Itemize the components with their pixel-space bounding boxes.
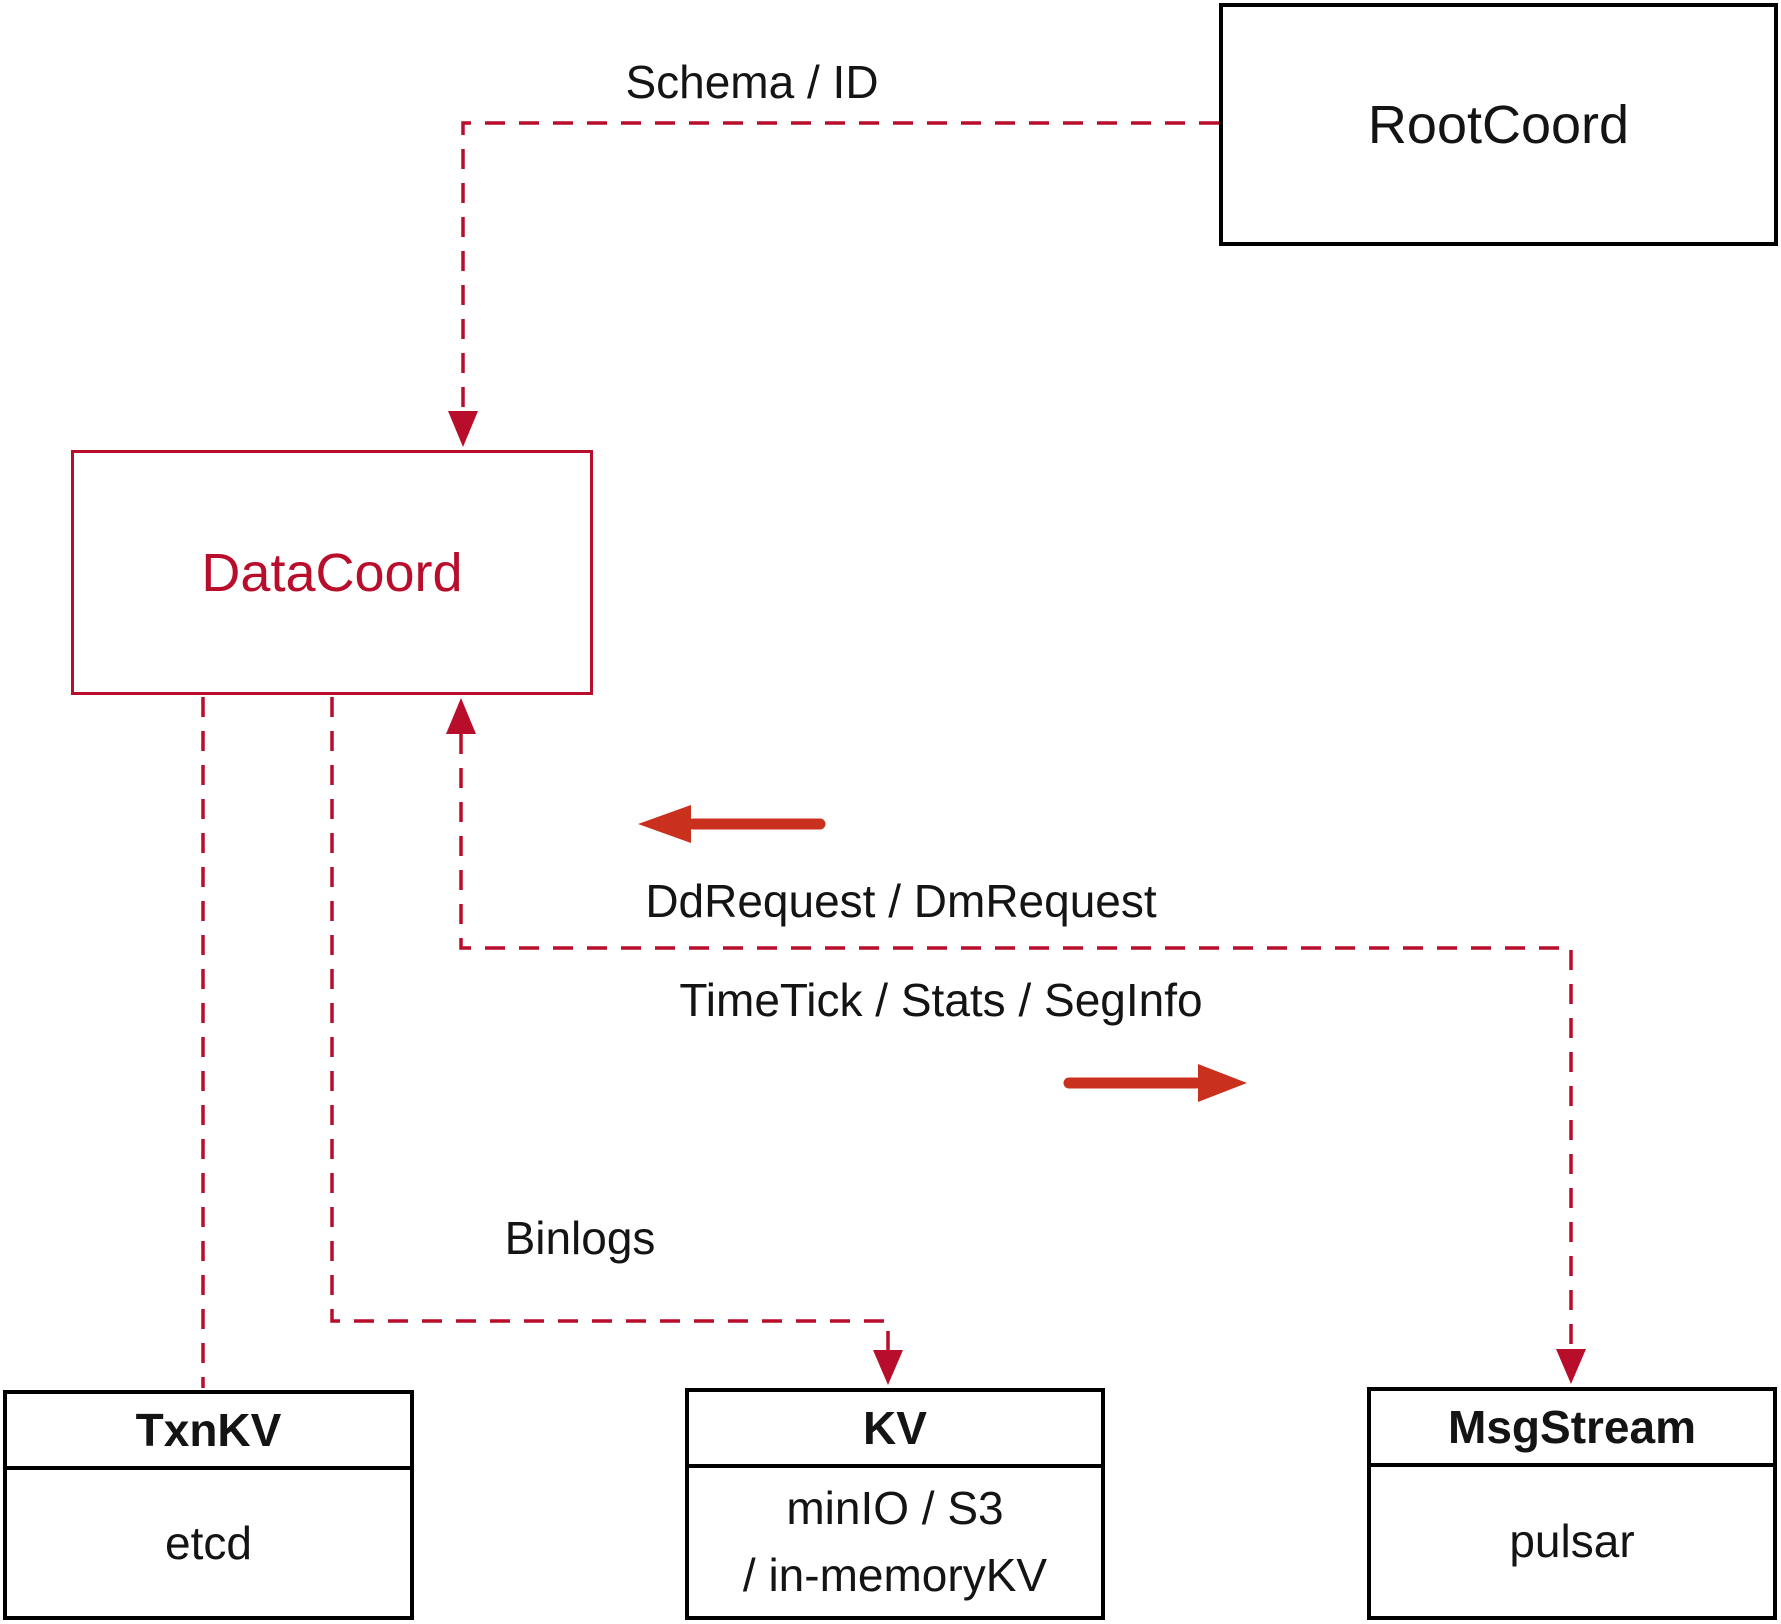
edge-request-stream-line <box>459 734 1573 1349</box>
node-datacoord: DataCoord <box>71 450 593 695</box>
store-txnkv-body-line: etcd <box>165 1516 252 1569</box>
node-rootcoord: RootCoord <box>1219 3 1778 246</box>
edge-schema-id-arrowhead <box>448 411 478 447</box>
store-kv-body: minIO / S3 / in-memoryKV <box>689 1468 1101 1616</box>
edge-label-binlogs: Binlogs <box>504 1212 656 1264</box>
store-msgstream: MsgStream pulsar <box>1367 1387 1777 1620</box>
direction-arrow-right-head <box>1198 1064 1247 1102</box>
edge-binlogs-arrowhead <box>873 1350 903 1385</box>
direction-arrow-left-head <box>638 805 691 843</box>
edge-schema-id-line <box>461 121 1219 411</box>
store-txnkv-title: TxnKV <box>7 1394 410 1470</box>
node-rootcoord-label: RootCoord <box>1367 94 1630 155</box>
edge-msgstream-arrowhead-down <box>1556 1349 1586 1384</box>
edge-binlogs-line <box>330 697 890 1350</box>
edge-label-schema-id: Schema / ID <box>625 56 879 108</box>
store-kv: KV minIO / S3 / in-memoryKV <box>685 1388 1105 1620</box>
store-msgstream-body-line: pulsar <box>1509 1515 1635 1568</box>
node-datacoord-label: DataCoord <box>201 542 463 603</box>
store-kv-title: KV <box>689 1392 1101 1468</box>
store-txnkv-body: etcd <box>7 1470 410 1616</box>
edge-label-timetick-stats-seginfo: TimeTick / Stats / SegInfo <box>679 974 1203 1026</box>
store-txnkv: TxnKV etcd <box>3 1390 414 1620</box>
edge-label-dd-dm-request: DdRequest / DmRequest <box>645 875 1157 927</box>
edge-request-arrowhead-up <box>446 698 476 734</box>
store-kv-body-line: minIO / S3 <box>786 1482 1004 1535</box>
store-msgstream-title: MsgStream <box>1371 1391 1773 1467</box>
store-msgstream-body: pulsar <box>1371 1467 1773 1616</box>
store-kv-body-line: / in-memoryKV <box>742 1549 1048 1601</box>
